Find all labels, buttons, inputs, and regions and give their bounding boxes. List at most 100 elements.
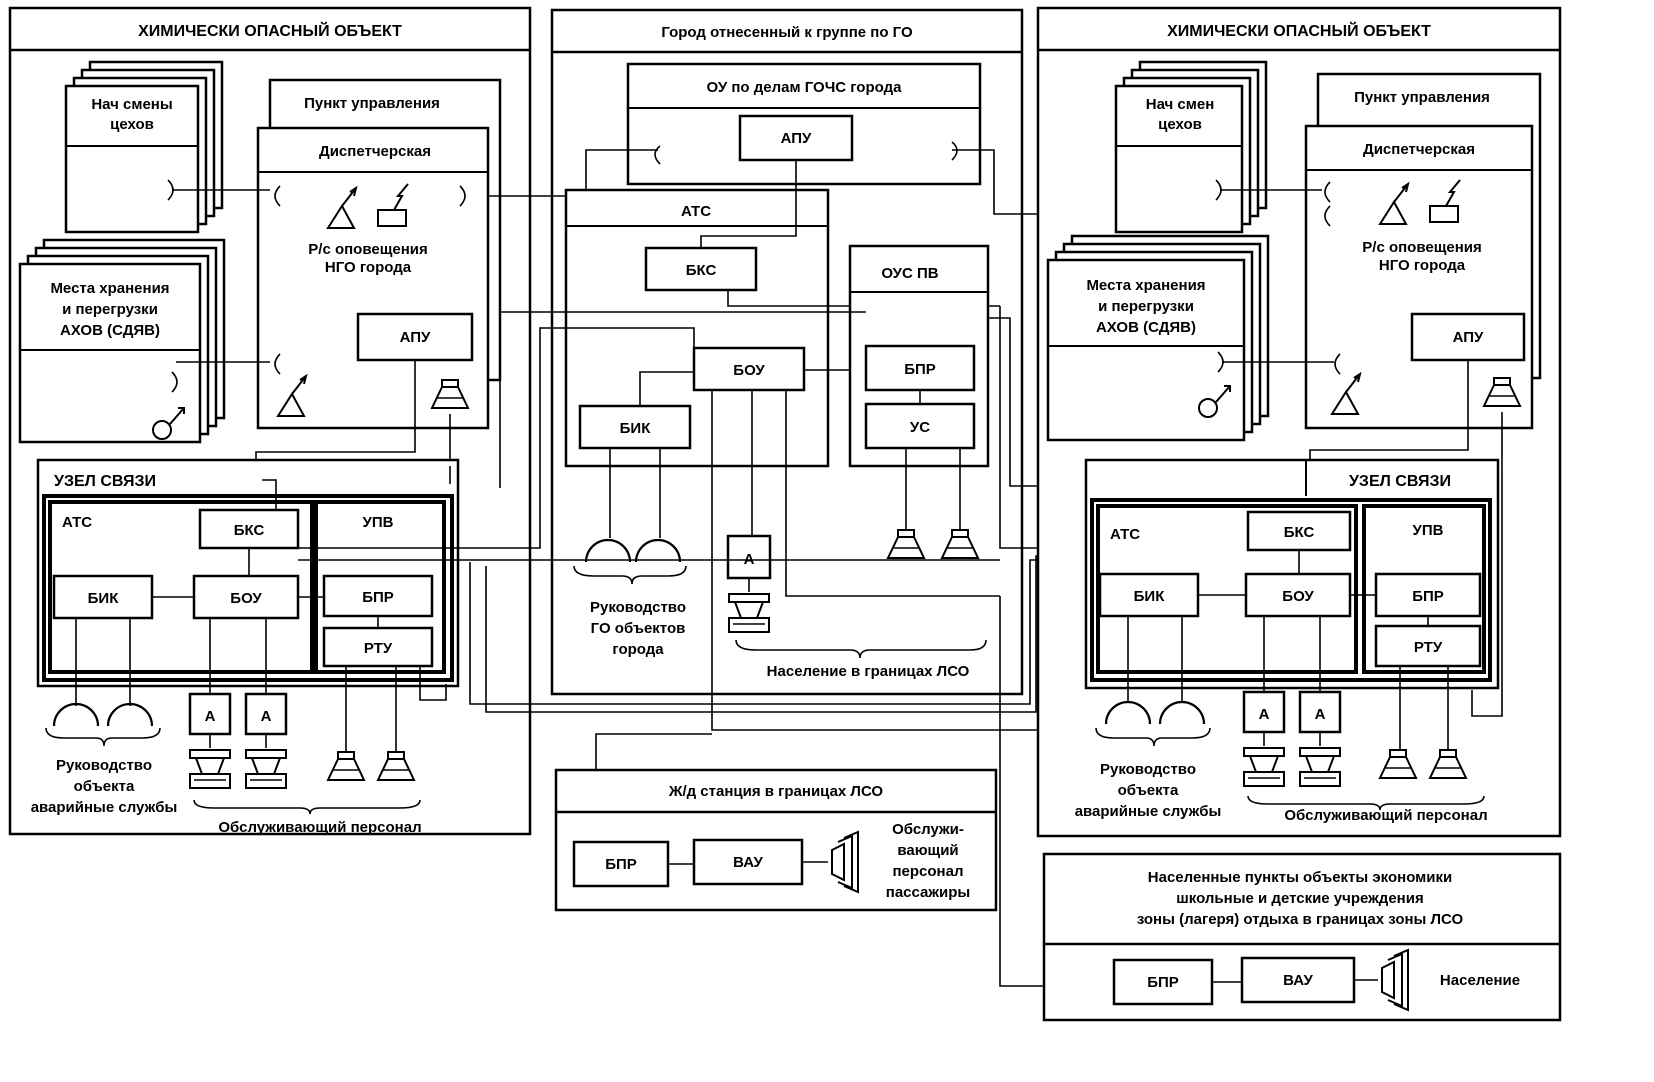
city-ou-title: ОУ по делам ГОЧС города xyxy=(707,79,903,96)
settlements-line3: зоны (лагеря) отдыха в границах зоны ЛСО xyxy=(1137,911,1464,928)
dispatch-box xyxy=(256,126,490,430)
left-bpr-label: БПР xyxy=(362,589,394,606)
right-dispatch-title: Диспетчерская xyxy=(1363,141,1475,158)
right-radio-line2: НГО города xyxy=(1379,257,1466,274)
settlements-bpr-box xyxy=(1112,958,1214,1006)
right-node-title: УЗЕЛ СВЯЗИ xyxy=(1349,473,1451,490)
railway-people-line1: Обслужи- xyxy=(892,821,964,838)
right-amp-a1-label: А xyxy=(1259,706,1270,723)
left-apu-label: АПУ xyxy=(400,329,431,346)
left-amp-a2-label: А xyxy=(261,708,272,725)
right-ats-box xyxy=(1096,504,1358,674)
left-ats-box xyxy=(48,500,314,674)
settlements-people-label: Население xyxy=(1440,972,1520,989)
right-apu-label: АПУ xyxy=(1453,329,1484,346)
left-rtu-label: РТУ xyxy=(364,640,393,657)
right-management-line1: Руководство xyxy=(1100,761,1196,778)
city-bik-box xyxy=(578,404,692,450)
city-bks-label: БКС xyxy=(686,262,717,279)
left-amplifier-a2 xyxy=(244,692,288,736)
right-staff-label: Обслуживающий персонал xyxy=(1284,807,1487,824)
left-amplifier-a1 xyxy=(188,692,232,736)
right-bpr-label: БПР xyxy=(1412,588,1444,605)
right-amplifier-a1 xyxy=(1242,690,1286,734)
left-bpr-box xyxy=(322,574,434,618)
left-bks-box xyxy=(198,508,300,550)
right-storage-line3: АХОВ (СДЯВ) xyxy=(1096,319,1196,336)
storage-box xyxy=(18,262,202,444)
right-amp-a2-label: А xyxy=(1315,706,1326,723)
right-upv-label: УПВ xyxy=(1413,522,1444,539)
storage-line3: АХОВ (СДЯВ) xyxy=(60,322,160,339)
left-rtu-box xyxy=(322,626,434,668)
left-bik-label: БИК xyxy=(88,590,120,607)
city-bou-box xyxy=(692,346,806,392)
settlements-line1: Населенные пункты объекты экономики xyxy=(1148,869,1452,886)
dispatch-title: Диспетчерская xyxy=(319,143,431,160)
settlements-block: Населенные пункты объекты экономики школ… xyxy=(1042,852,1562,1022)
city-bks-box xyxy=(644,246,758,292)
city-ous-label: ОУС ПВ xyxy=(881,265,938,282)
shift-heads-line1: Нач смены xyxy=(91,96,172,113)
right-control-point-title: Пункт управления xyxy=(1354,89,1490,106)
right-bou-label: БОУ xyxy=(1282,588,1314,605)
city-title: Город отнесенный к группе по ГО xyxy=(661,24,913,41)
right-apu-box xyxy=(1410,312,1526,362)
left-bou-box xyxy=(192,574,300,620)
right-radio-line1: Р/с оповещения xyxy=(1362,239,1481,256)
right-dispatch-box xyxy=(1304,124,1534,430)
left-bou-label: БОУ xyxy=(230,590,262,607)
city-management-line1: Руководство xyxy=(590,599,686,616)
city-block: Город отнесенный к группе по ГО ОУ по де… xyxy=(550,8,1024,696)
left-management-line1: Руководство xyxy=(56,757,152,774)
city-bou-label: БОУ xyxy=(733,362,765,379)
radio-line1: Р/с оповещения xyxy=(308,241,427,258)
left-object-title: ХИМИЧЕСКИ ОПАСНЫЙ ОБЪЕКТ xyxy=(138,21,402,40)
city-ats-label: АТС xyxy=(681,203,711,220)
settlements-line2: школьные и детские учреждения xyxy=(1176,890,1423,907)
right-rtu-label: РТУ xyxy=(1414,639,1443,656)
railway-bpr-label: БПР xyxy=(605,856,637,873)
shift-heads-line2: цехов xyxy=(110,116,154,133)
control-point-title: Пункт управления xyxy=(304,95,440,112)
right-shift-heads-line1: Нач смен xyxy=(1146,96,1215,113)
right-management-line2: объекта xyxy=(1118,782,1179,799)
city-us-label: УС xyxy=(910,419,930,436)
right-ats-label: АТС xyxy=(1110,526,1140,543)
railway-vau-label: ВАУ xyxy=(733,854,763,871)
shift-heads-box xyxy=(64,84,200,234)
right-rtu-box xyxy=(1374,624,1482,668)
city-management-line2: ГО объектов xyxy=(591,620,686,637)
railway-people-line3: персонал xyxy=(892,863,963,880)
left-ats-label: АТС xyxy=(62,514,92,531)
right-upv-box xyxy=(1362,504,1486,674)
radio-line2: НГО города xyxy=(325,259,412,276)
left-node-title: УЗЕЛ СВЯЗИ xyxy=(54,473,156,490)
left-amp-a1-label: А xyxy=(205,708,216,725)
railway-block: Ж/д станция в границах ЛСО БПР ВАУ Обслу… xyxy=(554,768,998,912)
right-storage-line1: Места хранения xyxy=(1086,277,1205,294)
railway-people-line2: вающий xyxy=(897,842,958,859)
right-bks-label: БКС xyxy=(1284,524,1315,541)
left-bks-label: БКС xyxy=(234,522,265,539)
left-upv-label: УПВ xyxy=(363,514,394,531)
left-management-line2: объекта xyxy=(74,778,135,795)
right-bks-box xyxy=(1246,510,1352,552)
city-bpr-label: БПР xyxy=(904,361,936,378)
right-storage-line2: и перегрузки xyxy=(1098,298,1194,315)
left-apu-box xyxy=(356,312,474,362)
settlements-vau-label: ВАУ xyxy=(1283,972,1313,989)
city-management-line3: города xyxy=(612,641,664,658)
left-management-line3: аварийные службы xyxy=(31,799,178,816)
city-apu-label: АПУ xyxy=(781,130,812,147)
left-staff-label: Обслуживающий персонал xyxy=(218,819,421,836)
settlements-bpr-label: БПР xyxy=(1147,974,1179,991)
railway-title: Ж/д станция в границах ЛСО xyxy=(668,783,884,800)
right-shift-heads-line2: цехов xyxy=(1158,116,1202,133)
city-population-label: Население в границах ЛСО xyxy=(767,663,970,680)
left-bik-box xyxy=(52,574,154,620)
right-shift-heads-box xyxy=(1114,84,1244,234)
left-upv-box xyxy=(314,500,446,674)
city-bik-label: БИК xyxy=(620,420,652,437)
left-hazard-object: ХИМИЧЕСКИ ОПАСНЫЙ ОБЪЕКТ Нач смены цехов… xyxy=(8,6,532,836)
